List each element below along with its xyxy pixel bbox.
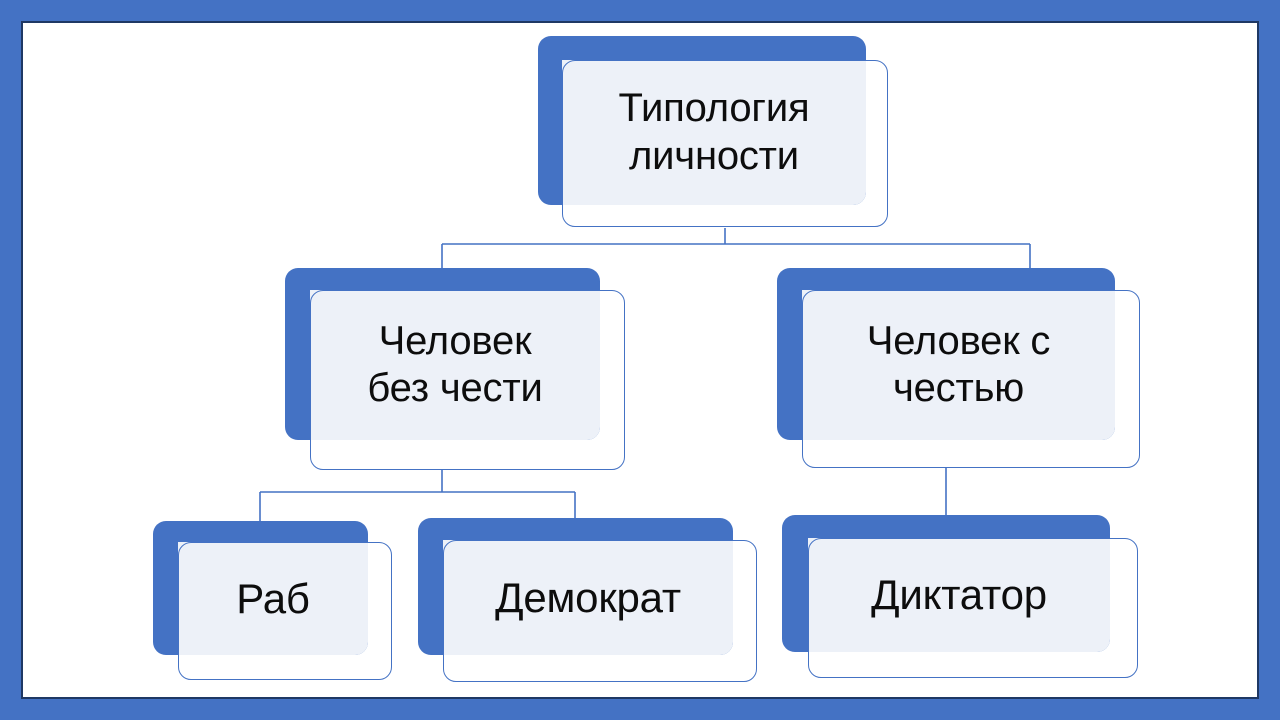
node-person-without-honor-label: Человек без чести xyxy=(367,318,543,410)
node-person-with-honor-overlap-fill xyxy=(802,290,1115,440)
node-dictator-front-plate xyxy=(808,538,1138,678)
node-person-without-honor[interactable]: Человек без чести xyxy=(285,268,627,473)
node-root-label: Типология личности xyxy=(618,86,810,178)
node-dictator-label: Диктатор xyxy=(871,571,1047,619)
node-person-without-honor-overlap-fill xyxy=(310,290,600,440)
node-democrat-overlap-fill xyxy=(443,540,733,655)
node-slave-label: Раб xyxy=(236,574,310,622)
node-democrat-label: Демократ xyxy=(495,573,681,621)
node-dictator-overlap-fill xyxy=(808,538,1110,652)
node-person-with-honor-front-plate xyxy=(802,290,1140,468)
node-root[interactable]: Типология личности xyxy=(538,36,890,230)
node-root-overlap-fill xyxy=(562,60,866,205)
node-slave-overlap-fill xyxy=(178,542,368,655)
node-root-front-plate xyxy=(562,60,888,227)
node-person-with-honor[interactable]: Человек с честью xyxy=(777,268,1142,471)
node-dictator[interactable]: Диктатор xyxy=(782,515,1139,679)
node-person-with-honor-label: Человек с честью xyxy=(866,318,1051,410)
node-person-without-honor-front-plate xyxy=(310,290,625,470)
node-democrat-front-plate xyxy=(443,540,757,682)
node-democrat[interactable]: Демократ xyxy=(418,518,758,683)
node-slave[interactable]: Раб xyxy=(153,521,393,681)
node-slave-front-plate xyxy=(178,542,392,680)
